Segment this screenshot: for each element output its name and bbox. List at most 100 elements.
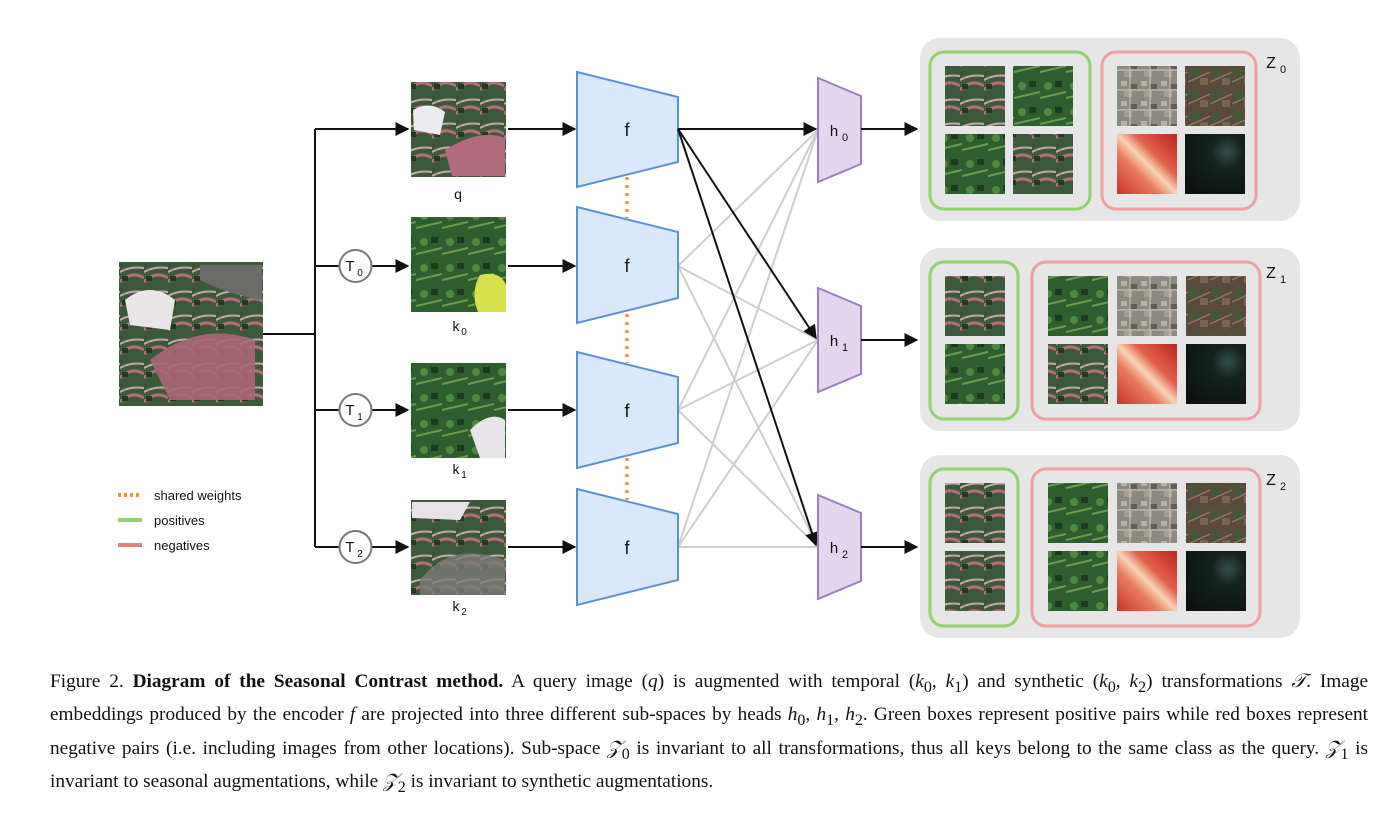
caption-figure-label: Figure 2. xyxy=(50,671,124,692)
caption-math: k xyxy=(1099,671,1108,692)
z2-negative-thumbnails xyxy=(1048,483,1246,611)
view-k0-image xyxy=(411,217,506,312)
caption-math-sub: 2 xyxy=(854,712,863,730)
caption-math: 𝒵 xyxy=(383,771,398,793)
view-k2-sub: 2 xyxy=(461,607,467,618)
view-k2-image xyxy=(411,500,506,595)
view-k2-label: k 2 xyxy=(453,598,468,618)
caption-text: , xyxy=(805,704,817,726)
caption-math-sub: 1 xyxy=(826,712,835,730)
input-image xyxy=(119,262,263,406)
view-k1-symbol: k xyxy=(453,461,461,477)
caption-text: , xyxy=(931,671,946,692)
head-h0: h 0 xyxy=(817,76,862,184)
aug-t1-sub: 1 xyxy=(357,412,363,423)
z0-positive-thumbnails xyxy=(945,66,1073,194)
head-h2-sub: 2 xyxy=(842,549,848,561)
caption-text: ) and synthetic ( xyxy=(962,671,1100,692)
caption-text: is invariant to seasonal augmentations, … xyxy=(50,737,1368,793)
seasonal-contrast-diagram: T 0 T 1 T 2 q k 0 k 1 k 2 xyxy=(118,38,1300,638)
caption-math: h xyxy=(816,704,827,726)
head-h1-sub: 1 xyxy=(842,342,848,354)
legend-shared-weights: shared weights xyxy=(118,488,242,503)
caption-math: f xyxy=(349,704,356,726)
caption-math-sub: 0 xyxy=(923,678,932,696)
caption-math: q xyxy=(648,671,658,692)
legend-positives: positives xyxy=(118,513,205,528)
caption-text: , xyxy=(834,704,846,726)
encoder-q-label: f xyxy=(624,120,630,140)
view-k0-label: k 0 xyxy=(453,318,468,338)
caption-text: ) is augmented with temporal ( xyxy=(657,671,916,692)
encoder-q: f xyxy=(576,70,679,189)
caption-math: 𝒯 xyxy=(1291,671,1307,692)
aug-t0-symbol: T xyxy=(345,258,354,275)
view-k2-symbol: k xyxy=(453,598,461,614)
z1-positive-thumbnails xyxy=(945,276,1005,404)
legend-positives-label: positives xyxy=(154,513,205,528)
head-h2-symbol: h xyxy=(830,540,838,557)
aug-t2-sub: 2 xyxy=(357,549,363,560)
subspace-z1-panel: Z 1 xyxy=(920,248,1300,431)
head-h1-symbol: h xyxy=(830,333,838,350)
encoder-k0-label: f xyxy=(624,256,630,276)
encoder-k0: f xyxy=(576,205,679,325)
view-q-image xyxy=(411,82,506,177)
subspace-z2-sub: 2 xyxy=(1280,481,1286,493)
caption-math: k xyxy=(915,671,924,692)
encoder-k1: f xyxy=(576,350,679,470)
caption-math-sub: 0 xyxy=(621,745,630,763)
caption-math-sub: 2 xyxy=(397,778,406,796)
head-h0-symbol: h xyxy=(830,123,838,140)
view-k1-sub: 1 xyxy=(461,470,467,481)
z0-negative-thumbnails xyxy=(1117,66,1245,194)
caption-math-sub: 0 xyxy=(1107,678,1116,696)
z2-positive-thumbnails xyxy=(945,483,1005,611)
z1-negative-thumbnails xyxy=(1048,276,1246,404)
subspace-z0-panel: Z 0 xyxy=(920,38,1300,221)
subspace-z0-symbol: Z xyxy=(1266,55,1276,72)
caption-text: are projected into three different sub-s… xyxy=(355,704,788,726)
caption-math: 𝒵 xyxy=(607,737,622,759)
caption-title: Diagram of the Seasonal Contrast method. xyxy=(132,671,504,692)
subspace-z2-symbol: Z xyxy=(1266,472,1276,489)
subspace-z1-sub: 1 xyxy=(1280,274,1286,286)
augmentation-t2: T 2 xyxy=(338,530,373,564)
augmentation-t0: T 0 xyxy=(338,249,373,283)
legend-negatives-label: negatives xyxy=(154,538,210,553)
view-k1-label: k 1 xyxy=(453,461,468,481)
aug-t2-symbol: T xyxy=(345,539,354,556)
caption-text: is invariant to all transformations, thu… xyxy=(629,737,1326,759)
legend: shared weights positives negatives xyxy=(118,488,242,553)
caption-math: 𝒵 xyxy=(1325,737,1341,759)
encoder-k2-label: f xyxy=(624,538,630,558)
view-k0-symbol: k xyxy=(453,318,461,334)
caption-math-sub: 0 xyxy=(797,712,806,730)
encoder-k1-label: f xyxy=(624,401,630,421)
head-h0-sub: 0 xyxy=(842,132,848,144)
subspace-z2-panel: Z 2 xyxy=(920,455,1300,638)
view-to-encoder-arrows xyxy=(508,122,577,554)
caption-math: k xyxy=(945,671,955,692)
caption-text: is invariant to synthetic augmentations. xyxy=(405,771,714,793)
subspace-z0-sub: 0 xyxy=(1280,64,1286,76)
caption-math: k xyxy=(1129,671,1139,692)
aug-t1-symbol: T xyxy=(345,402,354,419)
view-q-label: q xyxy=(454,186,462,202)
encoder-k2: f xyxy=(576,487,679,607)
view-k1-image xyxy=(411,363,506,458)
view-k0-sub: 0 xyxy=(461,327,467,338)
caption-text: , xyxy=(1115,671,1130,692)
legend-negatives: negatives xyxy=(118,538,210,553)
query-to-heads-arrows xyxy=(677,122,819,547)
caption-math: h xyxy=(787,704,798,726)
aug-t0-sub: 0 xyxy=(357,268,363,279)
input-branches xyxy=(263,122,410,554)
caption-math-sub: 1 xyxy=(1340,745,1349,763)
head-to-subspace-arrows xyxy=(861,122,919,554)
caption-text: . Green boxes represent positive pairs w… xyxy=(50,704,1369,759)
legend-shared-weights-label: shared weights xyxy=(154,488,242,503)
caption-text: A query image ( xyxy=(503,671,649,692)
caption-math-sub: 1 xyxy=(954,678,963,696)
subspace-z1-symbol: Z xyxy=(1266,265,1276,282)
